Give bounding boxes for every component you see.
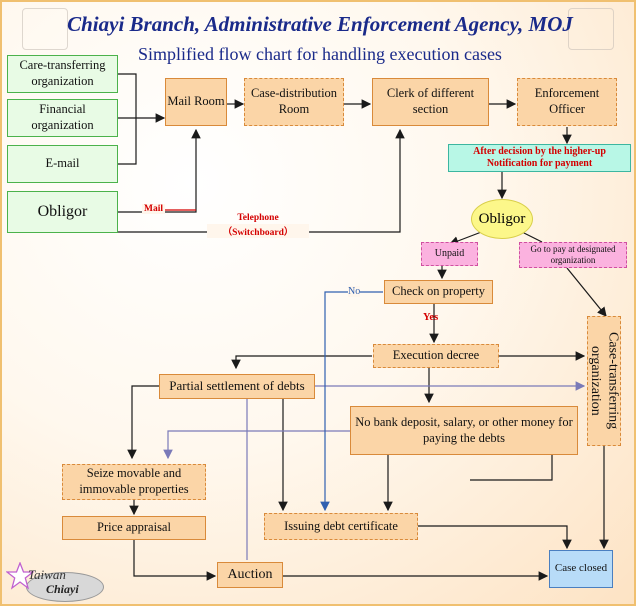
corner-emblem-right: [568, 8, 614, 50]
yes-edge-label: Yes: [423, 312, 439, 323]
care-transferring-organization-box: Care-transferring organization: [7, 55, 118, 93]
seize-properties-box: Seize movable and immovable properties: [62, 464, 206, 500]
case-transferring-organization-label: Case-transferring organization: [588, 332, 621, 430]
check-on-property-box: Check on property: [384, 280, 493, 304]
page-title: Chiayi Branch, Administrative Enforcemen…: [67, 12, 573, 36]
unpaid-box: Unpaid: [421, 242, 478, 266]
logo-chiayi-text: Chiayi: [46, 582, 79, 596]
clerk-box: Clerk of different section: [372, 78, 489, 126]
obligor-source-box: Obligor: [7, 191, 118, 233]
enforcement-officer-box: Enforcement Officer: [517, 78, 617, 126]
obligor-oval: Obligor: [471, 199, 533, 239]
case-transferring-organization-box: Case-transferring organization: [587, 316, 621, 446]
case-closed-box: Case closed: [549, 550, 613, 588]
telephone-edge-label: Telephone: [237, 213, 279, 223]
no-edge-label: No: [348, 286, 361, 297]
page-subtitle: Simplified flow chart for handling execu…: [138, 44, 502, 64]
corner-emblem-left: [22, 8, 68, 50]
partial-settlement-box: Partial settlement of debts: [159, 374, 315, 399]
chiayi-logo-oval: [26, 572, 104, 602]
price-appraisal-box: Price appraisal: [62, 516, 206, 540]
go-to-pay-box: Go to pay at designated organization: [519, 242, 627, 268]
star-icon: [6, 562, 34, 590]
logo-taiwan-text: Taiwan: [28, 567, 66, 582]
mail-edge-label: Mail: [142, 204, 165, 214]
no-bank-deposit-box: No bank deposit, salary, or other money …: [350, 406, 578, 455]
issuing-debt-certificate-box: Issuing debt certificate: [264, 513, 418, 540]
auction-box: Auction: [217, 562, 283, 588]
email-box: E-mail: [7, 145, 118, 183]
notification-box: After decision by the higher-up Notifica…: [448, 144, 631, 172]
switchboard-edge-label: （Switchboard）: [207, 224, 309, 238]
financial-organization-box: Financial organization: [7, 99, 118, 137]
execution-decree-box: Execution decree: [373, 344, 499, 368]
mail-room-box: Mail Room: [165, 78, 227, 126]
case-distribution-room-box: Case-distribution Room: [244, 78, 344, 126]
